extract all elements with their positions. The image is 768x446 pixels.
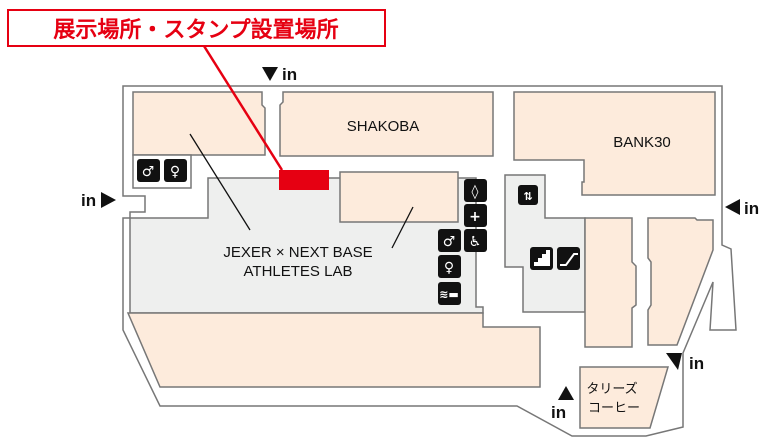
svg-text:+: + bbox=[469, 209, 481, 225]
shop-top-left[interactable] bbox=[132, 91, 266, 156]
shop-tullys[interactable] bbox=[579, 366, 670, 429]
label-bank30: BANK30 bbox=[613, 134, 671, 151]
label-shakoba: SHAKOBA bbox=[347, 118, 420, 135]
leader-line bbox=[189, 133, 251, 231]
shop-shakoba[interactable] bbox=[279, 91, 494, 157]
arrow-down-icon bbox=[666, 353, 682, 370]
womens-restroom-icon: ♀ bbox=[164, 159, 187, 182]
label-jexer-1: JEXER × NEXT BASE bbox=[223, 244, 372, 261]
svg-text:in: in bbox=[282, 65, 297, 84]
entrance-bottom: in bbox=[551, 386, 574, 422]
first-aid-icon: + bbox=[464, 204, 487, 227]
mens-restroom-icon: ♂ bbox=[438, 229, 461, 252]
shop-column-1[interactable] bbox=[584, 217, 637, 348]
svg-text:in: in bbox=[551, 403, 566, 422]
entrance-right: in bbox=[725, 199, 759, 218]
arrow-up-icon bbox=[558, 386, 574, 400]
svg-text:♂: ♂ bbox=[443, 234, 456, 250]
display-stamp-location[interactable] bbox=[279, 170, 329, 190]
svg-text:◊: ◊ bbox=[472, 184, 479, 200]
label-tullys-2: コーヒー bbox=[588, 401, 640, 416]
womens-restroom-icon: ♀ bbox=[438, 255, 461, 278]
shop-bank30[interactable] bbox=[513, 91, 716, 196]
label-jexer-2: ATHLETES LAB bbox=[244, 263, 353, 280]
arrow-left-icon bbox=[725, 199, 740, 215]
label-tullys-1: タリーズ bbox=[586, 381, 637, 397]
nursing-bottle-icon: ◊ bbox=[464, 179, 487, 202]
title-box bbox=[7, 9, 386, 47]
svg-text:in: in bbox=[81, 191, 96, 210]
svg-text:♀: ♀ bbox=[444, 260, 454, 276]
mens-restroom-icon: ♂ bbox=[137, 159, 160, 182]
callout-line bbox=[202, 45, 284, 171]
title: 展示場所・スタンプ設置場所 bbox=[53, 17, 338, 43]
svg-text:≋▬: ≋▬ bbox=[439, 288, 459, 301]
arrow-right-icon bbox=[101, 192, 116, 208]
shop-small[interactable] bbox=[339, 171, 459, 223]
entrance-bottom-right: in bbox=[666, 353, 704, 373]
svg-text:♂: ♂ bbox=[142, 164, 155, 180]
shop-column-2[interactable] bbox=[647, 217, 714, 346]
stairs-icon bbox=[530, 247, 553, 270]
shop-bottom-left[interactable] bbox=[126, 312, 541, 388]
entrance-left: in bbox=[81, 191, 116, 210]
elevator-icon: ⇅ bbox=[518, 185, 538, 205]
svg-text:♀: ♀ bbox=[170, 164, 180, 180]
arrow-down-icon bbox=[262, 67, 278, 81]
svg-text:⇅: ⇅ bbox=[523, 190, 532, 203]
escalator-icon bbox=[557, 247, 580, 270]
entrance-top: in bbox=[262, 65, 297, 84]
leader-line bbox=[391, 206, 414, 249]
svg-text:in: in bbox=[744, 199, 759, 218]
smoking-area-icon: ≋▬ bbox=[438, 282, 461, 305]
svg-text:♿: ♿ bbox=[469, 234, 482, 250]
svg-text:in: in bbox=[689, 354, 704, 373]
wheelchair-icon: ♿ bbox=[464, 229, 487, 252]
